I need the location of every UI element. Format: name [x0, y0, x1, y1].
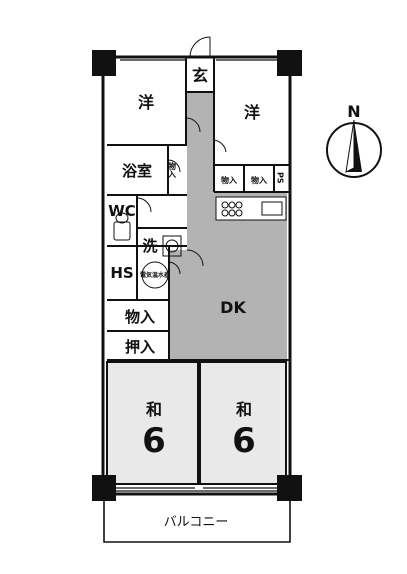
- room-label-hs: HS: [110, 264, 133, 282]
- room-label-genkan: 玄: [192, 66, 208, 85]
- interior-walls: [107, 57, 290, 484]
- room-size-wa-left: 6: [142, 421, 166, 461]
- room-label-bath: 浴室: [122, 162, 152, 180]
- room-label-wa-right: 和: [236, 400, 252, 419]
- room-label-water-heater: 電気温水器: [140, 271, 171, 279]
- room-label-closet: 押入: [125, 338, 155, 356]
- room-label-storage-main: 物入: [125, 308, 155, 326]
- room-label-dk: DK: [220, 298, 246, 317]
- room-size-wa-right: 6: [232, 421, 256, 461]
- kitchen-counter: [215, 196, 287, 221]
- room-label-pipe-space: PS: [276, 172, 285, 184]
- room-label-yo-left: 洋: [138, 93, 154, 112]
- structural-columns: [92, 50, 302, 501]
- window-lines: [115, 59, 281, 492]
- room-label-storage-small: 物入: [168, 161, 177, 179]
- balcony-outline: [103, 494, 291, 543]
- room-label-wc: WC: [108, 202, 136, 220]
- water-heater-tank: [141, 261, 169, 289]
- room-label-wa-left: 和: [146, 400, 162, 419]
- compass-icon: [326, 119, 382, 178]
- compass-north-label: N: [347, 102, 360, 121]
- room-label-storage-a: 物入: [221, 175, 237, 185]
- balcony-label: バルコニー: [164, 515, 229, 530]
- toilet-fixture: [113, 212, 131, 241]
- door-swings: [136, 36, 227, 275]
- room-label-yo-right: 洋: [244, 103, 260, 122]
- washbasin-fixture: [162, 235, 182, 257]
- tatami-right: [199, 361, 287, 485]
- room-label-storage-b: 物入: [251, 175, 267, 185]
- room-label-wash: 洗: [142, 237, 157, 255]
- tatami-left: [106, 361, 199, 485]
